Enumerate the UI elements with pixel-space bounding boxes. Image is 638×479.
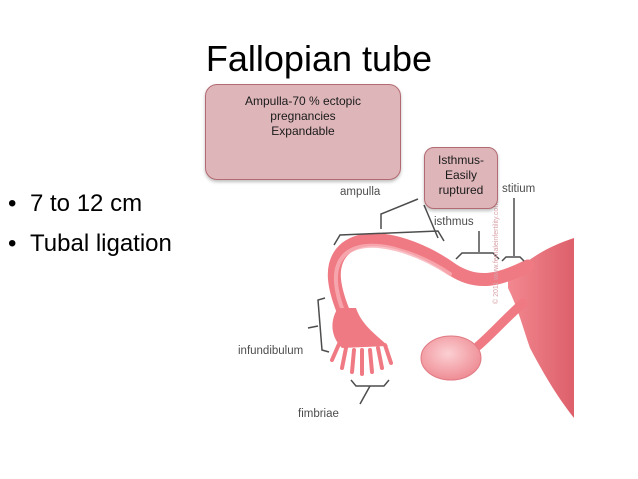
bullet-text: 7 to 12 cm [30, 190, 142, 217]
slide-title: Fallopian tube [0, 37, 638, 81]
bullet-item-tubal-ligation: •Tubal ligation [8, 224, 172, 264]
callout-line: Isthmus- [425, 153, 497, 168]
watermark-text: © 2011 www.femaleinfertility.com [490, 202, 503, 304]
ovary-shape [421, 336, 481, 380]
callout-line: pregnancies [206, 109, 400, 124]
bullet-item-length: •7 to 12 cm [8, 184, 172, 224]
label-ampulla: ampulla [340, 186, 380, 199]
ovarian-ligament [478, 303, 523, 346]
label-interstitium: stitium [502, 183, 535, 196]
callout-isthmus: Isthmus- Easily ruptured [424, 147, 498, 209]
bullet-symbol: • [8, 224, 30, 264]
label-isthmus: isthmus [434, 216, 474, 229]
bullet-text: Tubal ligation [30, 230, 172, 257]
callout-ampulla: Ampulla-70 % ectopic pregnancies Expanda… [205, 84, 401, 180]
label-fimbriae: fimbriae [298, 408, 339, 421]
diagram-svg [238, 168, 574, 426]
fallopian-tube-diagram: ampulla stitium isthmus infundibulum fim… [238, 168, 574, 426]
label-infundibulum: infundibulum [238, 345, 303, 358]
fimbriae-shape [332, 344, 391, 374]
callout-line: Expandable [206, 124, 400, 139]
callout-line: Easily [425, 168, 497, 183]
callout-line: ruptured [425, 183, 497, 198]
callout-line: Ampulla-70 % ectopic [206, 94, 400, 109]
bullet-list: •7 to 12 cm •Tubal ligation [8, 184, 172, 264]
infundibulum-shape [332, 308, 388, 348]
bullet-symbol: • [8, 184, 30, 224]
